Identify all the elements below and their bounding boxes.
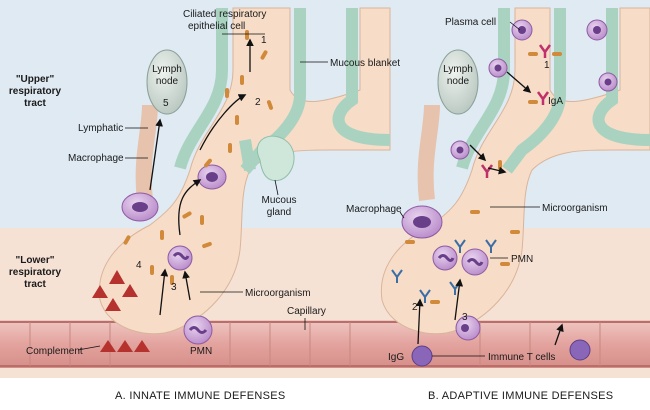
lower-label-1: "Lower" — [16, 255, 55, 266]
upper-label-1: "Upper" — [16, 74, 55, 85]
plasma-cells — [450, 19, 618, 160]
capillary-vessel — [0, 320, 650, 368]
label-macrophage-b: Macrophage — [346, 204, 402, 215]
label-plasma-cell: Plasma cell — [445, 17, 496, 28]
panel-a-labels: Ciliated respiratory epithelial cell Muc… — [26, 9, 400, 402]
step-2-a: 2 — [255, 97, 261, 108]
upper-label-2: respiratory — [9, 86, 62, 97]
panel-b-labels: Plasma cell Lymph node IgA Macrophage Mi… — [346, 17, 613, 402]
label-ciliated-1: Ciliated respiratory — [183, 9, 266, 20]
pmn-cells-a — [167, 245, 213, 345]
label-lymphatic: Lymphatic — [78, 123, 123, 134]
step-3-b: 3 — [462, 312, 468, 323]
step-1-b: 1 — [544, 60, 550, 71]
lower-label-3: tract — [24, 279, 46, 290]
label-macrophage-a: Macrophage — [68, 153, 124, 164]
step-1-a: 1 — [261, 35, 267, 46]
label-microorganism-b: Microorganism — [542, 203, 608, 214]
label-mucous-gland-1: Mucous — [261, 195, 296, 206]
label-complement: Complement — [26, 346, 83, 357]
label-lymph-node-b-1: Lymph — [443, 64, 473, 75]
macrophage-a — [121, 164, 227, 222]
label-lymph-node-a-1: Lymph — [152, 64, 182, 75]
label-microorganism-a: Microorganism — [245, 288, 311, 299]
label-immune-t-cells: Immune T cells — [488, 352, 555, 363]
step-4-a: 4 — [136, 260, 142, 271]
label-lymph-node-a-2: node — [156, 76, 179, 87]
lymph-node-b — [437, 49, 479, 115]
label-lymph-node-b-2: node — [447, 76, 470, 87]
igg-antibodies — [391, 239, 497, 303]
label-igg: IgG — [388, 352, 404, 363]
label-pmn-a: PMN — [190, 346, 212, 357]
label-ciliated-2: epithelial cell — [188, 21, 245, 32]
label-mucous-gland-2: gland — [267, 207, 291, 218]
caption-a: A. INNATE IMMUNE DEFENSES — [115, 390, 285, 402]
step-2-b: 2 — [412, 302, 418, 313]
step-5-a: 5 — [163, 98, 169, 109]
step-3-a: 3 — [171, 282, 177, 293]
region-labels: "Upper" respiratory tract "Lower" respir… — [9, 74, 62, 290]
complement-proteins — [92, 270, 150, 352]
leader-lines — [77, 21, 540, 357]
panel-b — [380, 7, 650, 367]
label-iga: IgA — [548, 96, 563, 107]
lower-label-2: respiratory — [9, 267, 62, 278]
lymph-node-a — [146, 49, 188, 115]
panel-a — [92, 7, 391, 352]
caption-b: B. ADAPTIVE IMMUNE DEFENSES — [428, 390, 613, 402]
macrophage-b — [401, 205, 443, 239]
label-pmn-b: PMN — [511, 254, 533, 265]
pmn-cells-b — [432, 245, 489, 341]
iga-antibodies — [480, 44, 552, 178]
microorganisms-a — [123, 30, 274, 285]
upper-label-3: tract — [24, 98, 46, 109]
label-capillary: Capillary — [287, 306, 326, 317]
immune-t-cells — [411, 339, 591, 367]
label-mucous-blanket: Mucous blanket — [330, 58, 400, 69]
